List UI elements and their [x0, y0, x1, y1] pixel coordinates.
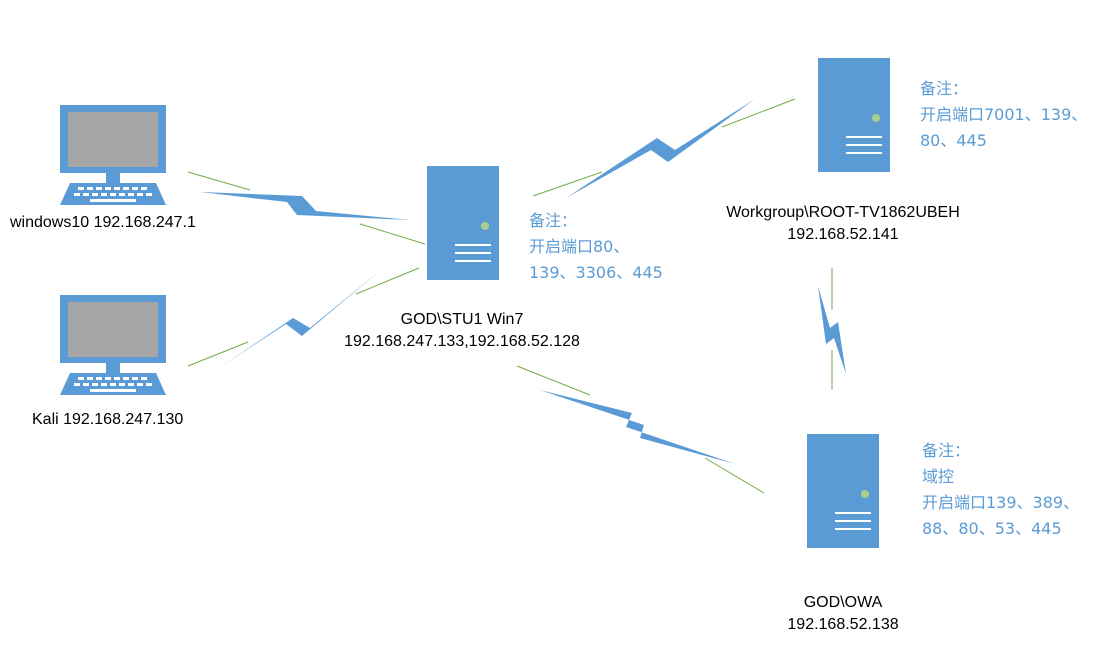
link-stu1-owa: [516, 365, 765, 494]
stu1-label: GOD\STU1 Win7 192.168.247.133,192.168.52…: [312, 310, 612, 352]
note-line: 开启端口7001、139、: [920, 105, 1088, 124]
root-ip: 192.168.52.141: [787, 226, 899, 243]
kali-label: Kali 192.168.247.130: [32, 411, 184, 428]
note-line: 开启端口80、: [529, 237, 630, 256]
lightning-bolt-icon: [200, 192, 410, 220]
root-label: Workgroup\ROOT-TV1862UBEH 192.168.52.141: [693, 203, 993, 245]
link-kali-stu1: [187, 267, 420, 367]
link-win10-stu1: [187, 171, 426, 245]
link-stu1-root: [532, 98, 796, 198]
root-note: 备注： 开启端口7001、139、 80、445: [920, 76, 1087, 154]
server-icon: [818, 58, 890, 172]
note-line: 开启端口139、389、: [922, 493, 1080, 512]
owa-note: 备注： 域控 开启端口139、389、 88、80、53、445: [922, 438, 1079, 542]
note-line: 88、80、53、445: [922, 519, 1062, 538]
note-line: 139、3306、445: [529, 263, 663, 282]
owa-ip: 192.168.52.138: [787, 616, 899, 633]
note-line: 备注：: [922, 441, 971, 460]
server-icon: [807, 434, 879, 548]
lightning-bolt-icon: [818, 286, 846, 374]
laptop-icon: [60, 295, 166, 395]
note-line: 备注：: [529, 211, 578, 230]
lightning-bolt-icon: [566, 99, 755, 198]
owa-hostname: GOD\OWA: [803, 594, 883, 611]
server-icon: [427, 166, 499, 280]
stu1-hostname: GOD\STU1 Win7: [400, 311, 524, 328]
note-line: 域控: [922, 467, 955, 486]
note-line: 备注：: [920, 79, 969, 98]
lightning-bolt-icon: [540, 390, 735, 464]
owa-label: GOD\OWA 192.168.52.138: [693, 593, 993, 635]
note-line: 80、445: [920, 131, 987, 150]
laptop-icon: [60, 105, 166, 205]
root-hostname: Workgroup\ROOT-TV1862UBEH: [726, 204, 960, 221]
stu1-note: 备注： 开启端口80、 139、3306、445: [529, 208, 663, 286]
win10-label: windows10 192.168.247.1: [10, 214, 196, 231]
link-root-owa: [818, 268, 846, 390]
stu1-ips: 192.168.247.133,192.168.52.128: [344, 333, 580, 350]
